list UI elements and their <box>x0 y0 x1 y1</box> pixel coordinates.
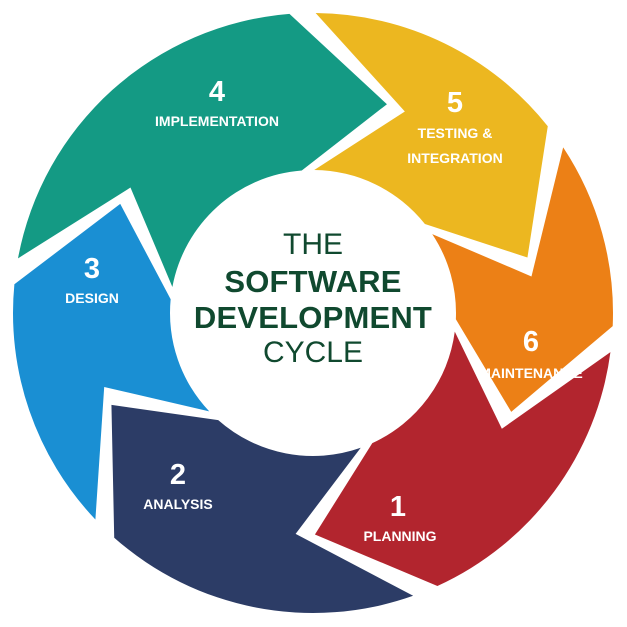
segment-testing-integration <box>314 13 548 258</box>
segment-design <box>12 203 210 520</box>
stage-label-testing: TESTING & <box>418 125 493 141</box>
stage-label-design: DESIGN <box>65 290 119 306</box>
stage-number-planning: 1 <box>390 491 406 523</box>
center-title: THE SOFTWARE DEVELOPMENT CYCLE <box>163 230 463 374</box>
segment-planning <box>314 331 611 586</box>
segment-analysis <box>111 404 414 613</box>
stage-label-integration: INTEGRATION <box>407 150 502 166</box>
segment-implementation <box>18 13 387 287</box>
stage-label-analysis: ANALYSIS <box>143 496 213 512</box>
stage-label-implementation: IMPLEMENTATION <box>155 113 279 129</box>
stage-label-planning: PLANNING <box>363 528 436 544</box>
stage-label-maintenance: MAINTENANCE <box>479 365 582 381</box>
stage-number-testing-integration: 5 <box>447 87 463 119</box>
title-line-cycle: CYCLE <box>262 336 364 369</box>
stage-number-design: 3 <box>84 253 100 285</box>
stage-number-maintenance: 6 <box>523 326 539 358</box>
title-line-the: THE <box>283 228 343 261</box>
stage-number-analysis: 2 <box>170 459 186 491</box>
title-line-software: SOFTWARE <box>224 264 402 299</box>
stage-number-implementation: 4 <box>209 76 225 108</box>
title-line-development: DEVELOPMENT <box>193 300 433 335</box>
segment-maintenance <box>432 147 613 412</box>
